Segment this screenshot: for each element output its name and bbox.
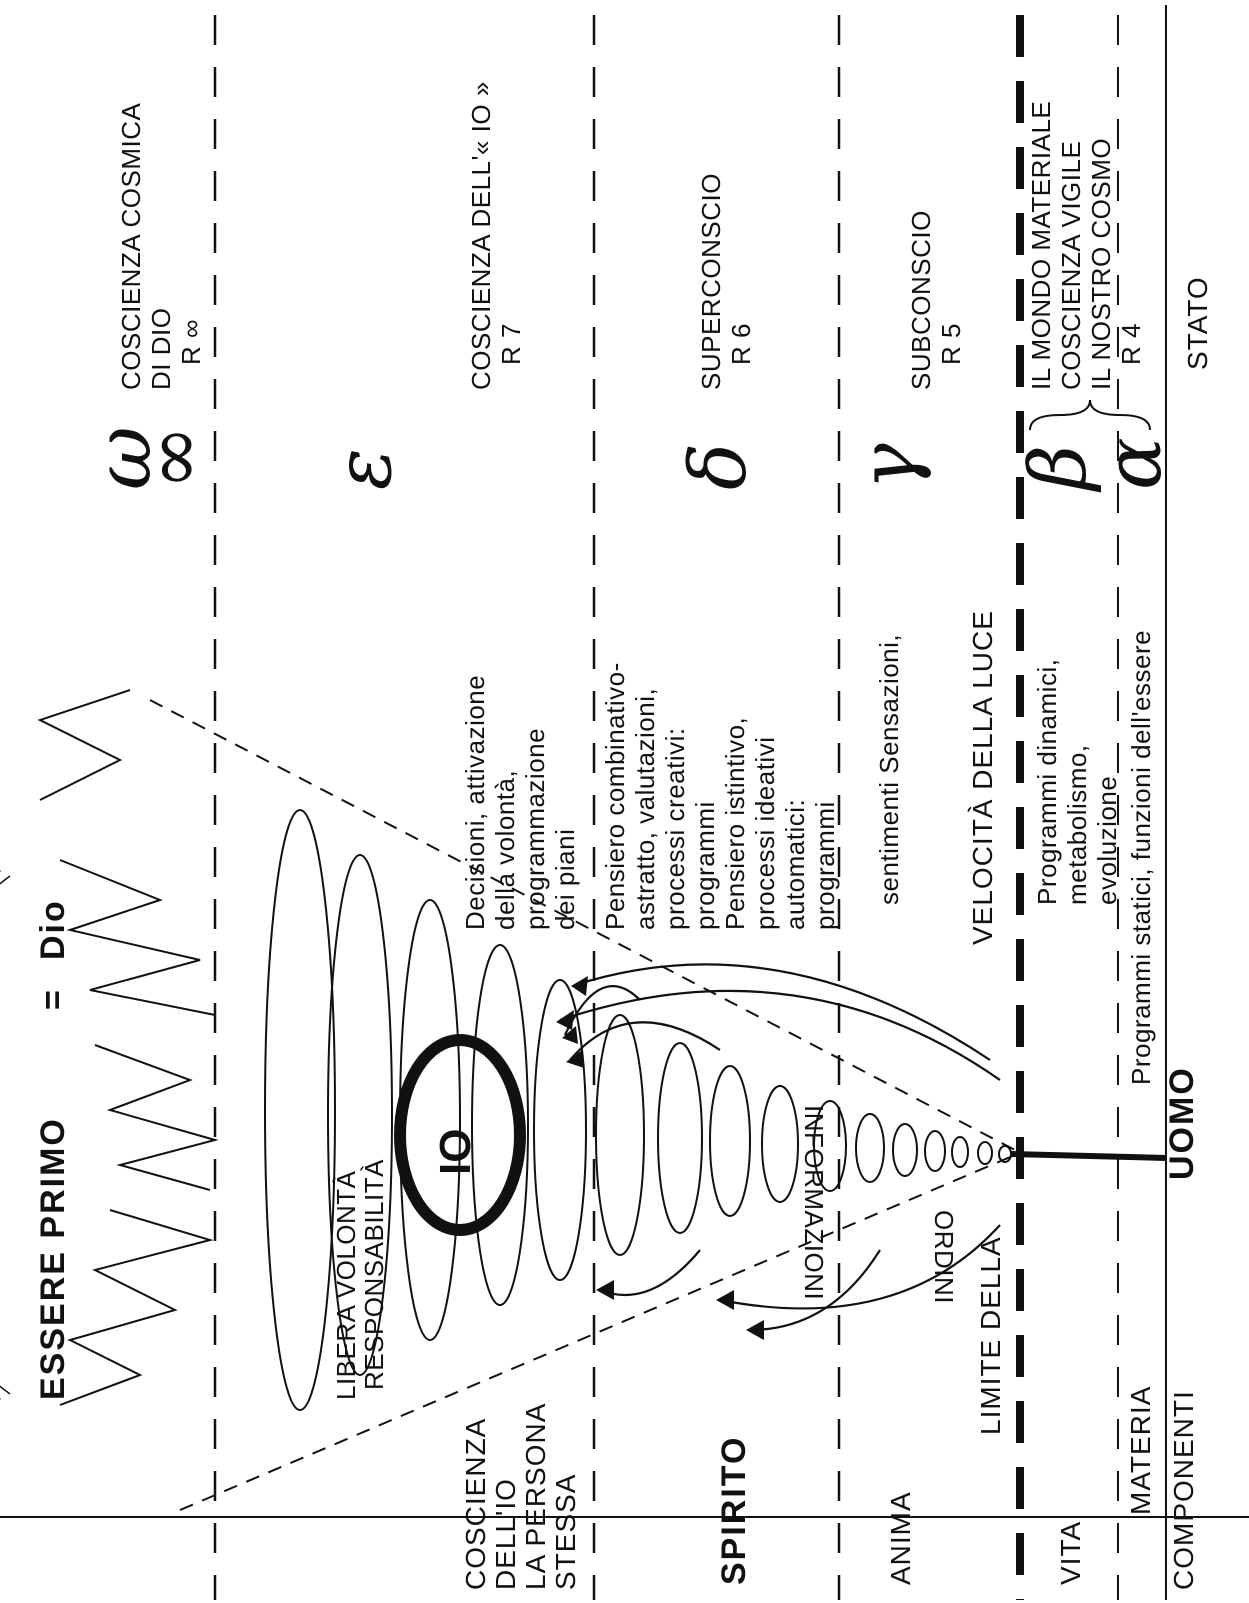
stato-label: STATO: [1182, 276, 1213, 370]
responsabilita-label: RESPONSABILITÀ: [359, 1159, 389, 1390]
state-r7-line-1: COSCIENZA DELL'« IO »: [466, 81, 496, 390]
state-r7: COSCIENZA DELL'« IO » R 7: [466, 81, 526, 390]
state-r6: SUPERCONSCIO R 6: [696, 173, 756, 390]
pensiero-line-3: processi creativi:: [660, 727, 690, 930]
programmi-dinamici-block: Programmi dinamici, metabolismo, evoluzi…: [1032, 659, 1122, 905]
programmi-statici-label: Programmi statici, funzioni dell'essere: [1126, 630, 1156, 1085]
programmi-dinamici-line-2: metabolismo,: [1062, 744, 1092, 905]
pensiero-line-8: programmi: [810, 801, 840, 930]
programmi-dinamici-line-3: evoluzione: [1092, 776, 1122, 905]
state-r-inf-line-1: COSCIENZA COSMICA: [116, 103, 146, 390]
rays-left: [60, 1210, 210, 1405]
coscienza-io-line-1: COSCIENZA: [460, 1418, 491, 1590]
state-r5-line-1: SUBCONSCIO: [906, 210, 936, 390]
materia-label: MATERIA: [1125, 1386, 1156, 1515]
state-r-inf-line-2: DI DIO: [146, 308, 176, 390]
pensiero-line-5: Pensiero istintivo,: [720, 717, 750, 930]
programmi-dinamici-line-1: Programmi dinamici,: [1032, 659, 1062, 905]
state-r5-line-2: R 5: [936, 323, 966, 365]
state-r6-line-2: R 6: [726, 323, 756, 365]
state-r5: SUBCONSCIO R 5: [906, 210, 966, 390]
decisioni-block: Decisioni, attivazione della volontà, pr…: [460, 675, 580, 930]
velocita-label: VELOCITÀ DELLA LUCE: [967, 610, 998, 945]
decisioni-line-4: dei piani: [550, 829, 580, 930]
limite-label: LIMITE DELLA: [975, 1236, 1006, 1435]
libera-volonta-label: LIBERA VOLONTÀ: [331, 1170, 361, 1400]
header-title: ESSERE PRIMO: [34, 1117, 72, 1400]
decisioni-line-3: programmazione: [520, 728, 550, 930]
sentimenti-label: sentimenti Sensazioni,: [874, 634, 904, 905]
decisioni-line-2: della volontà,: [490, 770, 520, 930]
rays-upper: [60, 860, 215, 1015]
ordini-label: ORDINI: [929, 1210, 959, 1304]
state-r7-line-2: R 7: [496, 323, 526, 365]
uomo-label: UOMO: [1163, 1066, 1201, 1180]
state-r-inf-line-3: R ∞: [176, 319, 206, 365]
coscienza-io-line-2: DELL'IO: [490, 1478, 521, 1590]
spirito-label: SPIRITO: [715, 1436, 753, 1585]
pensiero-line-1: Pensiero combinativo-: [600, 662, 630, 930]
header: ESSERE PRIMO = Dio: [34, 899, 72, 1400]
state-r-inf: COSCIENZA COSMICA DI DIO R ∞: [116, 103, 206, 390]
alpha-symbol: α: [1089, 437, 1179, 490]
vita-label: VITA: [1055, 1521, 1086, 1585]
uomo-stem: [1010, 1154, 1166, 1158]
header-equals: =: [34, 988, 72, 1010]
state-r6-line-1: SUPERCONSCIO: [696, 173, 726, 390]
pensiero-line-6: processi ideativi: [750, 737, 780, 930]
header-subject: Dio: [34, 899, 72, 960]
informazioni-label: INFORMAZIONI: [799, 1105, 829, 1300]
pensiero-line-7: automatici:: [780, 799, 810, 930]
epsilon-symbol: ε: [319, 448, 409, 490]
state-r4-line-2: COSCIENZA VIGILE: [1056, 141, 1086, 390]
pensiero-line-2: astratto, valutazioni,: [630, 688, 660, 930]
coscienza-io-line-3: LA PERSONA: [520, 1403, 551, 1590]
state-r4: IL MONDO MATERIALE COSCIENZA VIGILE IL N…: [1026, 101, 1146, 390]
rays-middle: [95, 1045, 215, 1190]
delta-symbol: δ: [674, 443, 764, 490]
state-r4-line-3: IL NOSTRO COSMO: [1086, 138, 1116, 390]
infinity-symbol: ∞: [129, 425, 219, 490]
pensiero-block: Pensiero combinativo- astratto, valutazi…: [600, 662, 840, 930]
coscienza-io-block: COSCIENZA DELL'IO LA PERSONA STESSA: [460, 1403, 581, 1590]
pensiero-line-4: programmi: [690, 801, 720, 930]
io-label: IO: [431, 1129, 480, 1175]
decisioni-line-1: Decisioni, attivazione: [460, 675, 490, 930]
coscienza-io-line-4: STESSA: [550, 1474, 581, 1590]
anima-label: ANIMA: [885, 1491, 916, 1585]
cone-edge-bottom: [180, 1155, 1015, 1510]
componenti-label: COMPONENTI: [1168, 1390, 1199, 1590]
brace: [1030, 400, 1150, 430]
state-r4-line-4: R 4: [1116, 323, 1146, 365]
state-r4-line-1: IL MONDO MATERIALE: [1026, 101, 1056, 390]
gamma-symbol: γ: [844, 443, 934, 490]
